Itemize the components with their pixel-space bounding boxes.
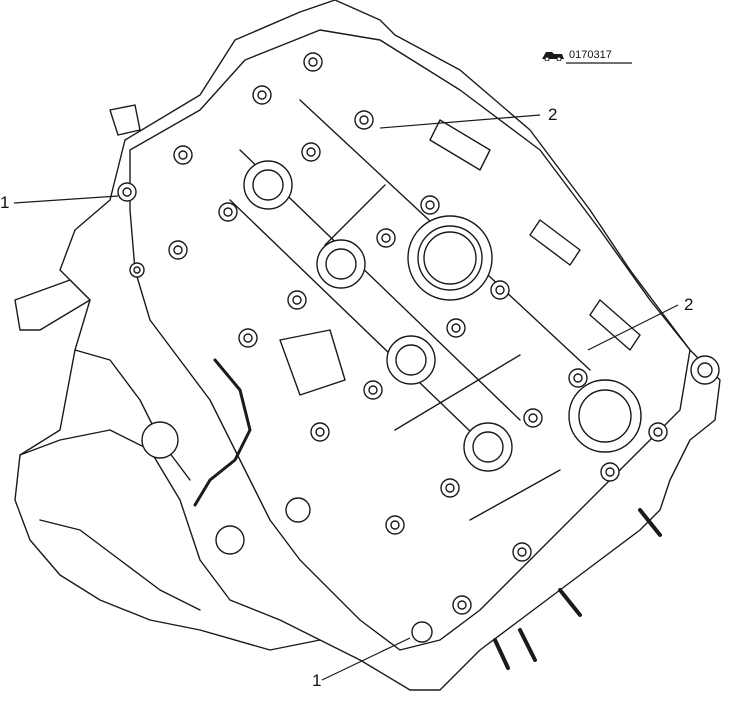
callout-1-left: 1 [0, 193, 10, 212]
sensor-wire [193, 358, 252, 507]
figure-code: 0170317 [540, 49, 612, 61]
lower-block [19, 429, 321, 641]
camera-icon [542, 52, 564, 61]
leader-lines [13, 62, 679, 681]
callout-2-top: 2 [548, 105, 558, 124]
follower-housing [279, 329, 346, 396]
figure-code-number: 0170317 [569, 48, 612, 61]
casting-outline [14, 0, 721, 691]
mount-bracket [14, 279, 91, 331]
callout-1-bottom: 1 [312, 671, 322, 690]
callout-2-right: 2 [684, 295, 694, 314]
head-bolts [117, 52, 668, 615]
cam-bores [141, 160, 720, 643]
head-deck [129, 29, 691, 651]
